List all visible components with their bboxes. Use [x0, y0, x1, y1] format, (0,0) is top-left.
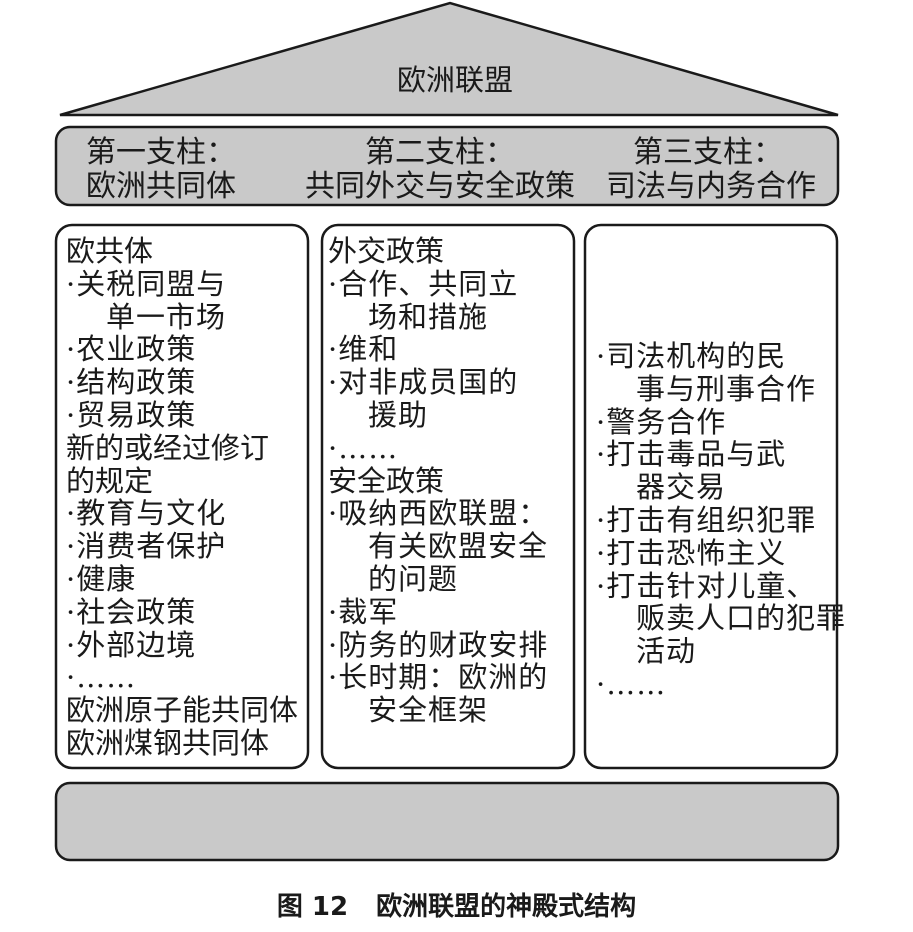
list-item: ·关税同盟与 [66, 266, 227, 301]
section-heading: 欧洲煤钢共同体 [66, 725, 270, 760]
list-item: 安全框架 [368, 693, 489, 728]
pillar-box-3 [583, 223, 839, 770]
roof [59, 1, 839, 117]
figure-label: 图 12 [276, 892, 349, 922]
list-item: ·教育与文化 [66, 496, 227, 531]
section-heading: 外交政策 [328, 234, 445, 268]
list-item: ·吸纳西欧联盟： [328, 496, 549, 531]
pillar-header-bar [54, 125, 840, 207]
pillar-3-content: ·司法机构的民事与刑事合作·警务合作·打击毒品与武器交易·打击有组织犯罪·打击恐… [596, 340, 846, 701]
figure-caption: 图 12 欧洲联盟的神殿式结构 [0, 890, 913, 924]
list-item: ·打击有组织犯罪 [596, 502, 817, 537]
pillar-heading-label: 第一支柱： [86, 135, 236, 170]
list-item: ·农业政策 [66, 332, 197, 367]
pillar-heading-name: 欧洲共同体 [86, 169, 236, 204]
list-item: ·裁军 [328, 594, 399, 629]
pillar-heading-1: 第一支柱： 欧洲共同体 [86, 136, 236, 204]
list-item: ·长时期：欧洲的 [328, 660, 549, 695]
list-item: ·贸易政策 [66, 397, 197, 432]
list-item: ·司法机构的民 [596, 339, 787, 373]
list-item: 器交易 [636, 470, 727, 505]
list-item: ·消费者保护 [66, 529, 227, 564]
roof-title: 欧洲联盟 [396, 63, 513, 97]
list-item: ·打击恐怖主义 [596, 535, 787, 570]
list-item: 的问题 [368, 561, 459, 596]
list-item: ·健康 [66, 561, 137, 596]
list-item: ·维和 [328, 332, 399, 367]
pillar-heading-label: 第二支柱： [365, 135, 515, 170]
pillar-box-1 [54, 223, 310, 770]
pillar-2-content: 外交政策·合作、共同立场和措施·维和·对非成员国的援助·……安全政策·吸纳西欧联… [328, 235, 548, 727]
list-item: ·…… [66, 660, 137, 695]
list-item: ·对非成员国的 [328, 365, 519, 400]
list-item: ·外部边境 [66, 627, 197, 662]
list-item: ·合作、共同立 [328, 266, 519, 301]
section-heading: 安全政策 [328, 463, 445, 498]
list-item: ·防务的财政安排 [328, 627, 549, 662]
list-item: 活动 [636, 634, 697, 669]
list-item: ·结构政策 [66, 365, 197, 400]
list-item: ·打击针对儿童、 [596, 568, 817, 603]
list-item: ·…… [328, 430, 399, 465]
section-heading: 新的或经过修订 [66, 430, 270, 465]
pillar-box-2 [320, 223, 576, 770]
pillar-1-content: 欧共体·关税同盟与单一市场·农业政策·结构政策·贸易政策新的或经过修订的规定·教… [66, 235, 298, 760]
list-item: 单一市场 [106, 299, 227, 334]
list-item: 有关欧盟安全 [368, 529, 549, 564]
list-item: 事与刑事合作 [636, 371, 817, 406]
foundation [54, 781, 840, 862]
list-item: 贩卖人口的犯罪 [636, 601, 847, 636]
list-item: 援助 [368, 397, 429, 432]
list-item: 场和措施 [368, 299, 489, 334]
list-item: ·打击毒品与武 [596, 437, 787, 472]
pillar-heading-name: 共同外交与安全政策 [305, 169, 575, 204]
pillar-heading-label: 第三支柱： [633, 135, 783, 170]
list-item: ·社会政策 [66, 594, 197, 629]
section-heading: 欧共体 [66, 234, 154, 268]
section-heading: 欧洲原子能共同体 [66, 693, 299, 728]
list-item: ·警务合作 [596, 404, 727, 439]
section-heading: 的规定 [66, 463, 154, 498]
pillar-heading-name: 司法与内务合作 [606, 169, 816, 204]
pillar-heading-2: 第二支柱： 共同外交与安全政策 [305, 136, 575, 204]
list-item: ·…… [596, 666, 667, 701]
figure-title: 欧洲联盟的神殿式结构 [376, 892, 637, 922]
pillar-heading-3: 第三支柱： 司法与内务合作 [606, 136, 816, 204]
